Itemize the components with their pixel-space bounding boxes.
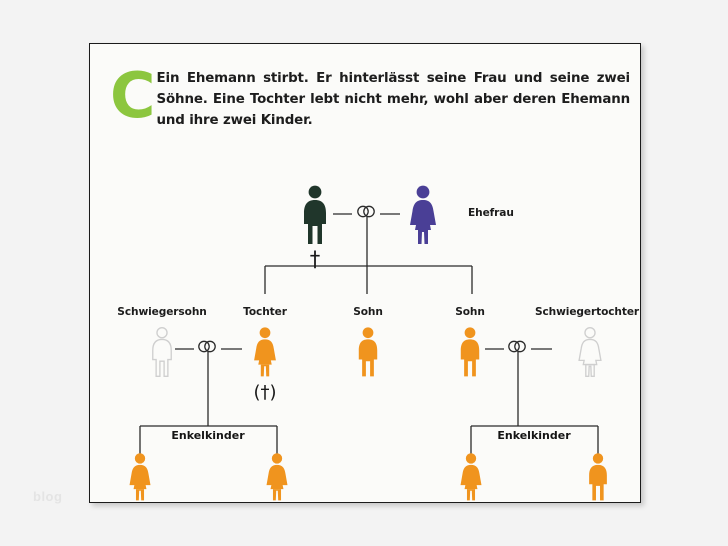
slide-frame: C Ein Ehemann stirbt. Er hinterlässt sei… bbox=[89, 43, 641, 503]
marriage-symbol-left bbox=[194, 340, 220, 359]
label-schwiegersohn: Schwiegersohn bbox=[117, 306, 207, 318]
male-figure-outline-icon bbox=[152, 327, 172, 377]
figure-schwiegersohn[interactable] bbox=[147, 326, 177, 378]
wedding-rings-icon bbox=[198, 340, 216, 353]
death-marker-ehemann: † bbox=[309, 247, 321, 271]
figure-sohn-1[interactable] bbox=[353, 326, 383, 378]
intro-paragraph: C Ein Ehemann stirbt. Er hinterlässt sei… bbox=[102, 59, 631, 132]
female-figure-icon bbox=[254, 327, 276, 377]
label-ehefrau: Ehefrau bbox=[468, 207, 514, 219]
marriage-symbol-right bbox=[504, 340, 530, 359]
male-figure-icon bbox=[304, 185, 326, 244]
figure-enkel-3[interactable] bbox=[457, 452, 485, 502]
label-enkelkinder-left: Enkelkinder bbox=[165, 429, 251, 442]
figure-sohn-2[interactable] bbox=[455, 326, 485, 378]
figure-tochter[interactable] bbox=[250, 326, 280, 378]
male-figure-icon bbox=[589, 453, 607, 501]
male-figure-icon bbox=[460, 327, 480, 377]
figure-enkel-1[interactable] bbox=[126, 452, 154, 502]
intro-text: Ein Ehemann stirbt. Er hinterlässt seine… bbox=[156, 71, 631, 128]
figure-schwiegertochter[interactable] bbox=[575, 326, 605, 378]
wedding-rings-icon bbox=[357, 205, 375, 218]
family-tree-diagram: † Ehefrau Schwiegersohn bbox=[90, 44, 640, 502]
connector-lines bbox=[139, 213, 599, 454]
label-sohn-1: Sohn bbox=[353, 306, 383, 318]
label-enkelkinder-right: Enkelkinder bbox=[491, 429, 577, 442]
figure-enkel-2[interactable] bbox=[263, 452, 291, 502]
watermark: blog bbox=[33, 489, 63, 504]
label-sohn-2: Sohn bbox=[455, 306, 485, 318]
death-marker-tochter: (†) bbox=[253, 382, 277, 403]
female-figure-icon bbox=[460, 453, 482, 501]
slide-sheet: C Ein Ehemann stirbt. Er hinterlässt sei… bbox=[90, 44, 640, 502]
drop-cap-letter: C bbox=[110, 59, 156, 132]
female-figure-outline-icon bbox=[578, 327, 602, 377]
label-schwiegertochter: Schwiegertochter bbox=[534, 306, 640, 318]
figure-enkel-4[interactable] bbox=[584, 452, 612, 502]
wedding-rings-icon bbox=[508, 340, 526, 353]
female-figure-icon bbox=[129, 453, 151, 501]
female-figure-icon bbox=[266, 453, 288, 501]
female-figure-icon bbox=[410, 185, 436, 244]
marriage-symbol-gen1 bbox=[353, 205, 379, 224]
figure-ehefrau[interactable] bbox=[406, 184, 440, 246]
male-figure-icon bbox=[358, 327, 378, 377]
figure-ehemann[interactable] bbox=[298, 184, 332, 246]
label-tochter: Tochter bbox=[243, 306, 287, 318]
